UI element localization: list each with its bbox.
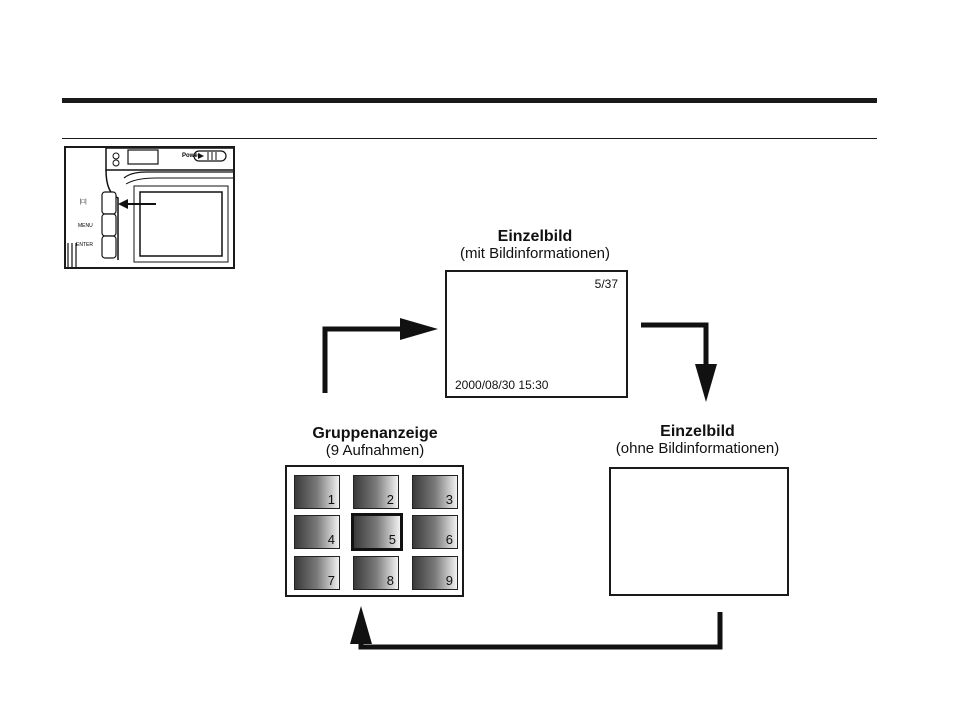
- arrow-info-to-plain: [641, 325, 717, 402]
- arrow-plain-to-group: [350, 606, 720, 647]
- arrow-group-to-info: [325, 318, 438, 393]
